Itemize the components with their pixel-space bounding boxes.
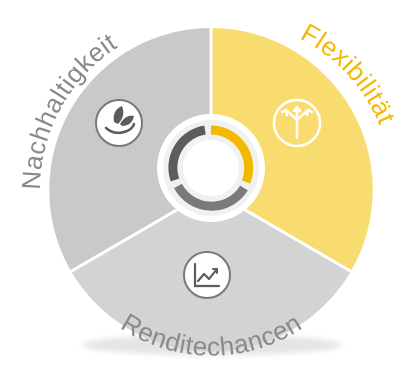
ring-arc-accent [210, 125, 254, 184]
ring-arc-dark [168, 125, 206, 182]
arrows-split-icon[interactable] [272, 98, 322, 148]
ring-arc-gray [174, 183, 248, 211]
segment-flexibility[interactable] [211, 28, 373, 271]
line-chart-icon[interactable] [183, 251, 231, 299]
leaf-hand-icon[interactable] [95, 99, 143, 147]
segment-sustainability[interactable] [49, 28, 211, 271]
ring-center [183, 140, 239, 196]
